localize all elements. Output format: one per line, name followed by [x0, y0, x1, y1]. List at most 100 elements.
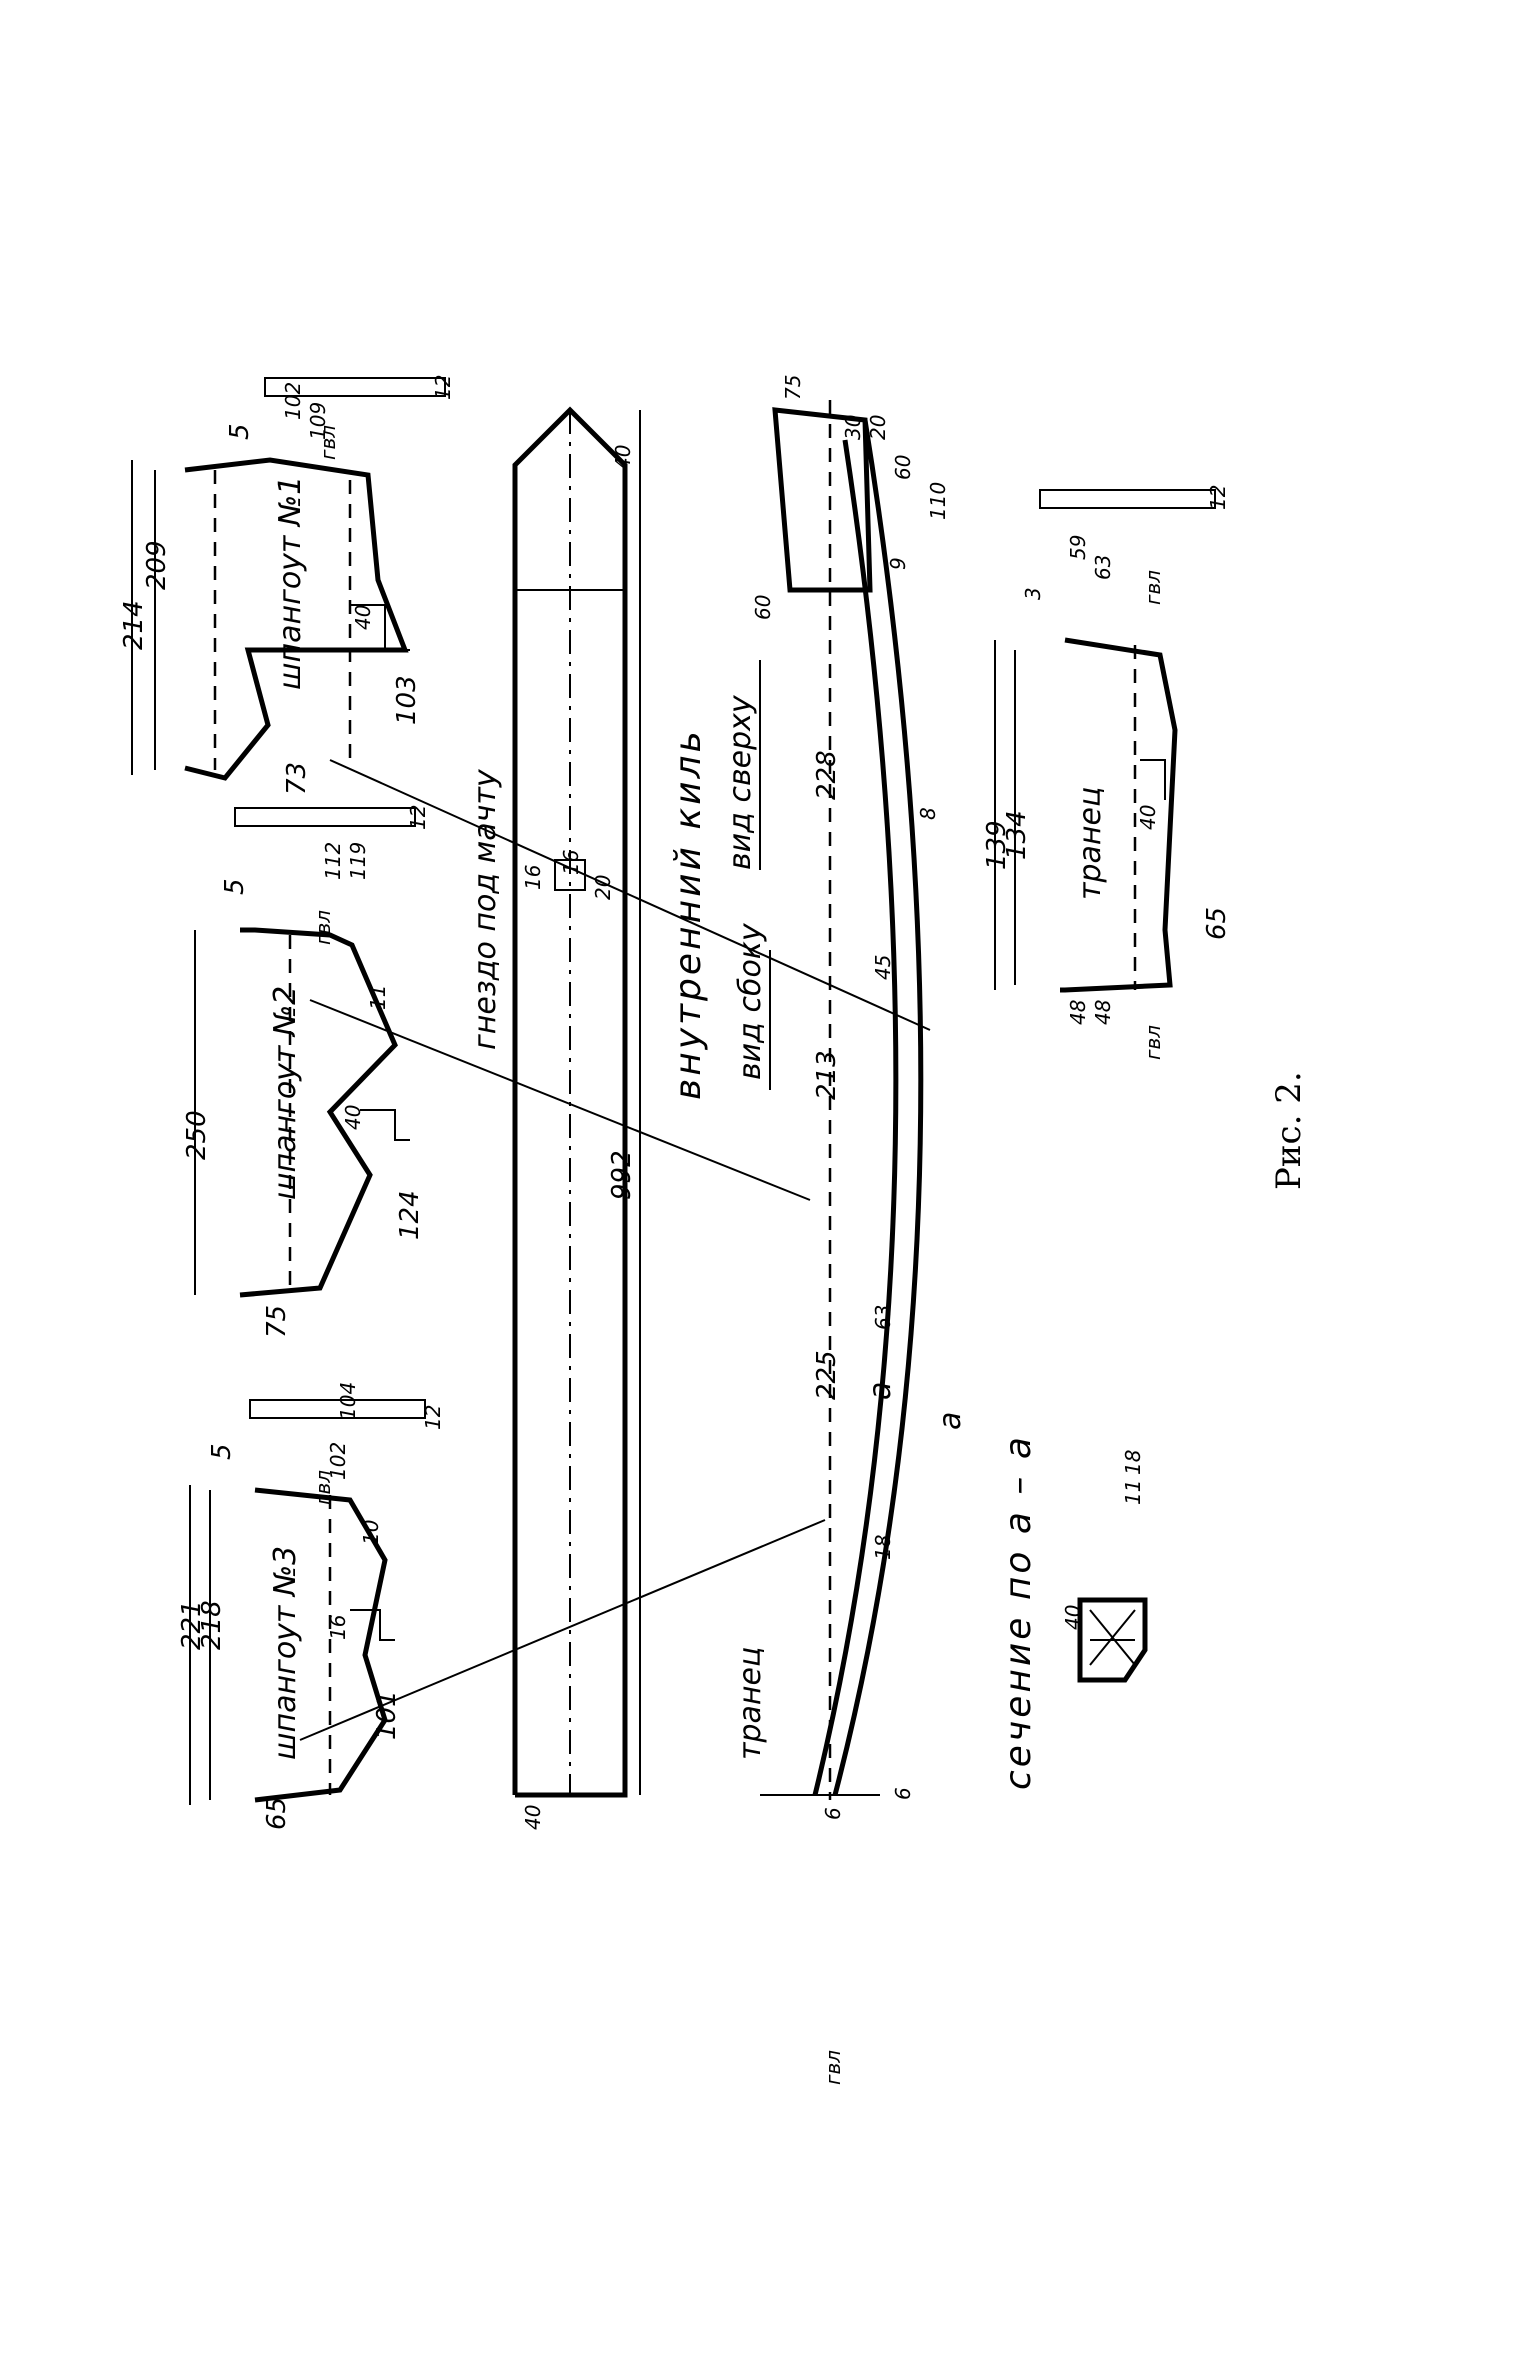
frame-2-dim-250: 250: [182, 1110, 212, 1160]
frame-2-gvl: гвл: [311, 910, 335, 945]
frame-1: шпангоут №1 214 209 5 103 73 40 102 109 …: [119, 375, 455, 795]
frame-3-dim-5: 5: [207, 1443, 237, 1460]
frame-1-dim-73: 73: [282, 762, 312, 795]
frame-3-outline: [254, 1487, 388, 1803]
keel-side-dim-30: 30: [841, 415, 865, 440]
transom-outline: [1060, 637, 1178, 993]
frame-2-dim-40: 40: [341, 1105, 365, 1130]
keel-side-dim-8: 8: [916, 807, 940, 820]
figure-caption: Рис. 2.: [1269, 1071, 1309, 1190]
frame-3-gvl: гвл: [311, 1470, 335, 1505]
frame-2-notch: [360, 1109, 410, 1141]
frame-1-dim-103: 103: [392, 675, 422, 725]
transom-title: транец: [1073, 787, 1108, 900]
transom-dim-12: 12: [1206, 485, 1230, 510]
keel-side-dim-110: 110: [926, 482, 950, 520]
keel-top-dim-40b: 40: [521, 1805, 545, 1830]
keel-side-stem: [772, 407, 873, 593]
transom-dim-65: 65: [1202, 907, 1232, 940]
frame-1-dim-209: 209: [142, 540, 172, 590]
frame-2: шпангоут №2 250 5 124 75 40 11 112 119 1…: [182, 805, 430, 1338]
keel-side-dim-9: 9: [886, 557, 910, 570]
transom-dim-134: 134: [1002, 810, 1032, 860]
keel-side-transom-label: транец: [733, 1647, 768, 1760]
transom-plank: [1039, 489, 1216, 509]
frame-1-dim-102: 102: [281, 382, 305, 420]
frame-2-dim-124: 124: [395, 1190, 425, 1240]
frame-3-dim-221: 221: [177, 1600, 207, 1650]
transom-dim-63: 63: [1091, 555, 1115, 580]
keel-side-dim-75: 75: [781, 375, 805, 400]
frame-1-gvl: гвл: [316, 425, 340, 460]
transom-dim-3: 3: [1021, 587, 1045, 600]
frame-3-dim-16: 16: [326, 1615, 350, 1640]
keel-side-dim-63: 63: [871, 1305, 895, 1330]
keel-top-dim-16b: 16: [559, 850, 583, 875]
frame-2-title: шпангоут №2: [268, 986, 303, 1200]
frame-1-dim-109: 109: [306, 402, 330, 440]
transom-dim-48: 48: [1066, 1000, 1090, 1025]
section-mark-a: a: [863, 1382, 898, 1400]
section-title: сечение по a – a: [998, 1434, 1039, 1790]
keel-top-dim-40: 40: [611, 445, 635, 470]
keel-side-dim-6: 6: [891, 1787, 915, 1800]
frame-1-title: шпангоут №1: [273, 476, 308, 690]
leader-frame-2: [309, 999, 811, 1201]
keel-side-dim-20: 20: [866, 415, 890, 440]
transom: транец 139 134 3 40 65 59 63 48 48 12 гв…: [982, 485, 1232, 1060]
keel-side-curve-inner: [812, 439, 899, 1796]
keel-side-dim-60: 60: [891, 455, 915, 480]
frame-3-dim-101: 101: [372, 1690, 402, 1740]
keel-side-view: 228 213 225 75 30 20 60 110 60 8 9 45 63…: [733, 375, 968, 2085]
frame-2-plank: [234, 807, 416, 827]
keel-side-dim-213: 213: [812, 1050, 842, 1100]
frame-3-dim-65: 65: [262, 1797, 292, 1830]
frame-2-dim-12: 12: [406, 805, 430, 830]
transom-dim-59: 59: [1066, 535, 1090, 560]
frame-2-dim-119: 119: [346, 842, 370, 880]
frame-1-dim-12: 12: [431, 375, 455, 400]
frame-2-dim-75: 75: [262, 1305, 292, 1338]
section-a-a: сечение по a – a 40 18 11: [998, 1434, 1148, 1790]
frame-3-dim-104: 104: [336, 1382, 360, 1420]
frame-1-dim-214: 214: [119, 600, 149, 650]
section-dim-18: 18: [1121, 1450, 1145, 1475]
frame-3-notch: [350, 1609, 395, 1641]
keel-side-gvl: гвл: [821, 2050, 845, 2085]
transom-notch: [1140, 759, 1166, 800]
keel-side-dim-45: 45: [871, 955, 895, 980]
frame-2-dim-5: 5: [220, 878, 250, 895]
frame-1-notch: [350, 604, 410, 651]
keel-side-dim-60b: 60: [751, 595, 775, 620]
keel-side-dim-225: 225: [812, 1350, 842, 1400]
mast-socket-label: гнездо под мачту: [468, 768, 503, 1050]
frame-1-plank: [264, 377, 446, 397]
keel-side-dim-18: 18: [871, 1535, 895, 1560]
frame-1-dim-5: 5: [225, 423, 255, 440]
transom-dim-48b: 48: [1091, 1000, 1115, 1025]
transom-gvl2: гвл: [1141, 1025, 1165, 1060]
leader-frame-3: [299, 1519, 826, 1741]
frame-2-dim-11: 11: [366, 985, 390, 1010]
frame-2-outline: [239, 927, 398, 1298]
leader-frame-1: [329, 759, 931, 1031]
frame-3: шпангоут №3 221 218 5 101 65 10 16 102 1…: [177, 1382, 445, 1830]
section-mark-a2: a: [933, 1412, 968, 1430]
section-dim-11: 11: [1121, 1480, 1145, 1505]
keel-top-dim-16: 16: [521, 865, 545, 890]
keel-top-view: 992 40 40 16 16 20 гнездо под мачту внут…: [468, 406, 761, 1830]
frame-3-dim-10: 10: [359, 1520, 383, 1545]
keel-side-dim-228: 228: [812, 750, 842, 800]
section-hatch: [1089, 1609, 1136, 1666]
frame-3-dim-12: 12: [421, 1405, 445, 1430]
frame-3-dim-102: 102: [326, 1442, 350, 1480]
keel-side-curve-outer: [832, 419, 924, 1796]
transom-gvl: гвл: [1141, 570, 1165, 605]
transom-dim-40: 40: [1136, 805, 1160, 830]
keel-side-dim-6b: 6: [821, 1807, 845, 1820]
keel-side-subtitle: вид сбоку: [733, 922, 768, 1080]
keel-top-outline: [512, 406, 628, 1798]
frame-1-dim-40: 40: [351, 605, 375, 630]
